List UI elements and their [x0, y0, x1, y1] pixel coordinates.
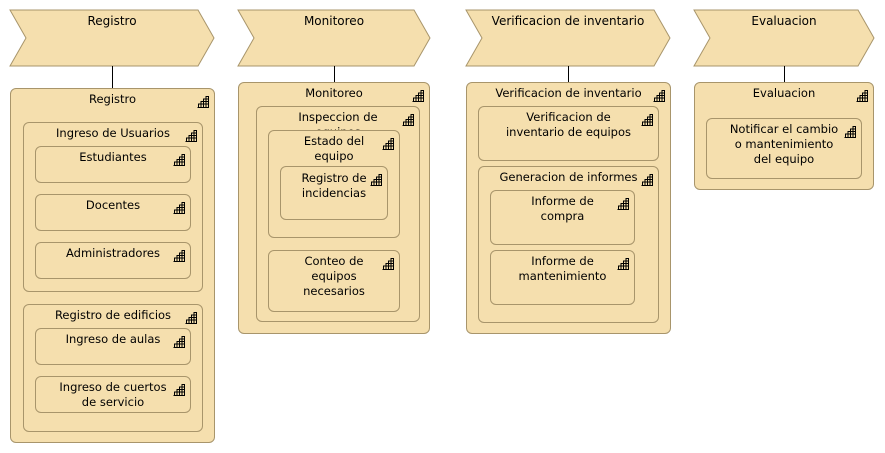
connector-evaluacion [784, 66, 785, 82]
org-chart-icon [641, 111, 653, 126]
node-label-estado: Estado del equipo [303, 134, 365, 163]
org-chart-icon [185, 309, 197, 324]
org-chart-icon [844, 123, 856, 138]
node-ingreso-cuartos: Ingreso de cuertos de servicio [35, 376, 191, 413]
connector-monitoreo [334, 66, 335, 82]
node-docentes: Docentes [35, 194, 191, 231]
org-chart-icon [173, 151, 185, 166]
phase-label-registro: Registro [87, 14, 137, 28]
connector-verificacion [568, 66, 569, 82]
node-informe-mant: Informe de mantenimiento [490, 250, 635, 305]
node-label-ingreso-aulas: Ingreso de aulas [65, 332, 161, 346]
org-chart-icon [856, 87, 868, 102]
node-ingreso-aulas: Ingreso de aulas [35, 328, 191, 365]
org-chart-icon [185, 127, 197, 142]
org-chart-icon [173, 247, 185, 262]
node-label-verif-equipos: Verificacion de inventario de equipos [505, 110, 632, 139]
node-label-ingreso-usuarios: Ingreso de Usuarios [56, 126, 170, 140]
node-label-registro: Registro [88, 92, 137, 106]
node-label-docentes: Docentes [85, 198, 141, 212]
phase-label-verificacion: Verificacion de inventario [491, 14, 645, 28]
node-label-gen-informes: Generacion de informes [499, 170, 638, 184]
node-verif-equipos: Verificacion de inventario de equipos [478, 106, 659, 161]
node-label-ingreso-cuartos: Ingreso de cuertos de servicio [59, 380, 167, 409]
node-label-notificar: Notificar el cambio o mantenimiento del … [729, 122, 839, 166]
phase-label-monitoreo: Monitoreo [303, 14, 365, 28]
phase-arrow-evaluacion [693, 9, 875, 67]
phase-arrow-registro [9, 9, 215, 67]
org-chart-icon [402, 111, 414, 126]
node-label-informe-mant: Informe de mantenimiento [518, 254, 607, 283]
org-chart-icon [197, 93, 209, 108]
node-notificar: Notificar el cambio o mantenimiento del … [706, 118, 862, 179]
node-incidencias: Registro de incidencias [280, 166, 388, 220]
org-chart-icon [382, 135, 394, 150]
node-label-informe-compra: Informe de compra [531, 194, 594, 223]
phase-arrow-verificacion [465, 9, 671, 67]
phase-arrow-monitoreo [237, 9, 431, 67]
node-administradores: Administradores [35, 242, 191, 279]
node-conteo: Conteo de equipos necesarios [268, 250, 400, 312]
node-label-registro-edificios: Registro de edificios [54, 308, 172, 322]
node-label-conteo: Conteo de equipos necesarios [303, 254, 365, 298]
org-chart-icon [617, 195, 629, 210]
org-chart-icon [412, 87, 424, 102]
node-label-administradores: Administradores [66, 246, 160, 260]
node-label-estudiantes: Estudiantes [79, 150, 147, 164]
phase-label-evaluacion: Evaluacion [751, 14, 817, 28]
org-chart-icon [173, 381, 185, 396]
org-chart-icon [641, 171, 653, 186]
org-chart-icon [173, 199, 185, 214]
node-label-verificacion: Verificacion de inventario [495, 86, 642, 100]
org-chart-icon [617, 255, 629, 270]
org-chart-icon [382, 255, 394, 270]
node-informe-compra: Informe de compra [490, 190, 635, 245]
org-chart-icon [370, 171, 382, 186]
org-chart-icon [653, 87, 665, 102]
node-estudiantes: Estudiantes [35, 146, 191, 183]
org-chart-icon [173, 333, 185, 348]
node-label-monitoreo: Monitoreo [305, 86, 363, 100]
node-label-incidencias: Registro de incidencias [301, 171, 367, 200]
node-label-evaluacion: Evaluacion [752, 86, 816, 100]
connector-registro [112, 66, 113, 88]
